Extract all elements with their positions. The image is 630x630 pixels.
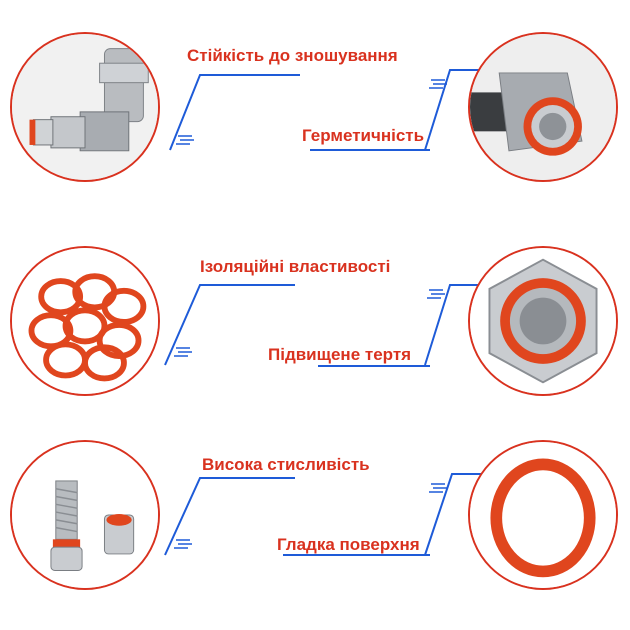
single-oring-image <box>468 440 618 590</box>
label-high-compressibility: Висока стисливість <box>202 455 370 474</box>
bolt-seal-image <box>10 440 160 590</box>
hex-nut-seal-image <box>468 246 618 396</box>
label-insulation: Ізоляційні властивості <box>200 257 391 276</box>
label-tightness: Герметичність <box>302 126 425 145</box>
label-increased-friction: Підвищене тертя <box>268 345 412 364</box>
fitting-sleeve-image <box>468 32 618 182</box>
label-wear-resistance: Стійкість до зношування <box>187 46 398 65</box>
label-smooth-surface: Гладка поверхня <box>277 535 420 554</box>
fitting-elbow-image <box>10 32 160 182</box>
orings-pile-image <box>10 246 160 396</box>
